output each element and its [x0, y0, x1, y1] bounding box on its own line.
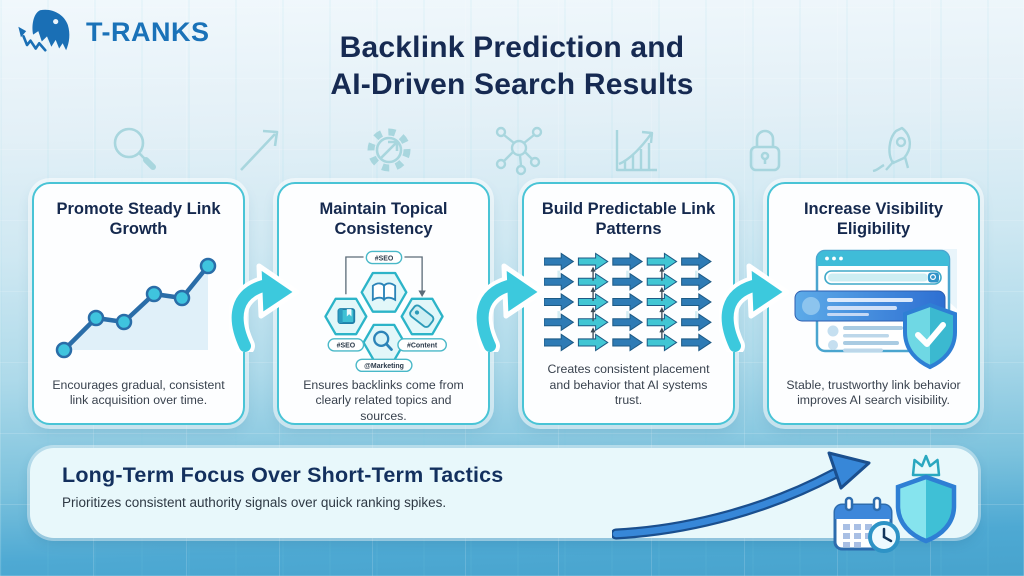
card-description: Encourages gradual, consistent link acqu… — [52, 377, 225, 408]
page-title-line2: AI-Driven Search Results — [330, 67, 694, 101]
hex-label-bottom: @Marketing — [364, 363, 404, 370]
page-title-line1: Backlink Prediction and — [339, 31, 685, 64]
trend-arrow-icon — [240, 129, 279, 171]
lock-icon — [749, 129, 781, 172]
card-description: Creates consistent placement and behavio… — [547, 361, 710, 408]
hex-label-left: #SEO — [336, 342, 355, 349]
growth-curve-arrow-icon — [612, 451, 871, 540]
shark-logo-icon — [18, 9, 70, 52]
card-description: Stable, trustworthy link behavior improv… — [786, 377, 961, 408]
hex-label-right: #Content — [407, 342, 438, 349]
magnifier-icon — [113, 127, 156, 170]
growth-line-chart — [55, 257, 216, 358]
arrow-grid-icon — [534, 244, 723, 360]
flow-arrow-icon — [474, 263, 545, 352]
line-chart-icon — [44, 244, 233, 376]
card-title: Maintain Topical Consistency — [319, 200, 448, 238]
card-title: Promote Steady Link Growth — [56, 200, 221, 238]
search-result-shield-icon — [779, 244, 968, 376]
card-title: Increase Visibility Eligibility — [803, 200, 944, 238]
card-description: Ensures backlinks come from clearly rela… — [303, 377, 464, 424]
topic-hexagon-cluster: #SEO #SEO #Content @Marketing — [289, 244, 478, 376]
gear-icon — [367, 128, 411, 172]
clock-icon — [868, 521, 900, 553]
bar-chart-icon — [615, 130, 657, 172]
card-maintain-topical-consistency: Maintain Topical Consistency — [277, 182, 490, 425]
card-promote-steady-link-growth: Promote Steady Link Growth Encourages gr… — [32, 182, 245, 425]
network-icon — [495, 126, 543, 176]
page-title: Backlink Prediction and AI-Driven Search… — [212, 30, 812, 103]
flow-arrow-icon — [719, 263, 790, 352]
long-term-focus-banner: Long-Term Focus Over Short-Term Tactics … — [30, 448, 978, 538]
hex-label-top: #SEO — [374, 255, 393, 262]
card-increase-visibility-eligibility: Increase Visibility Eligibility — [767, 182, 980, 425]
brand-logo: T-RANKS — [14, 6, 210, 58]
card-title: Build Predictable Link Patterns — [541, 200, 716, 238]
link-pattern-grid — [543, 252, 711, 351]
brand-name: T-RANKS — [86, 16, 210, 47]
flow-arrow-icon — [229, 263, 300, 352]
banner-subtitle: Prioritizes consistent authority signals… — [62, 495, 447, 510]
rocket-icon — [872, 126, 911, 173]
shield-crown-icon — [895, 454, 957, 544]
hexagon-cluster-graphic: #SEO #SEO #Content @Marketing — [323, 250, 447, 372]
browser-shield-graphic — [794, 248, 957, 369]
banner-title: Long-Term Focus Over Short-Term Tactics — [62, 463, 504, 487]
card-build-predictable-link-patterns: Build Predictable Link Patterns — [522, 182, 735, 425]
